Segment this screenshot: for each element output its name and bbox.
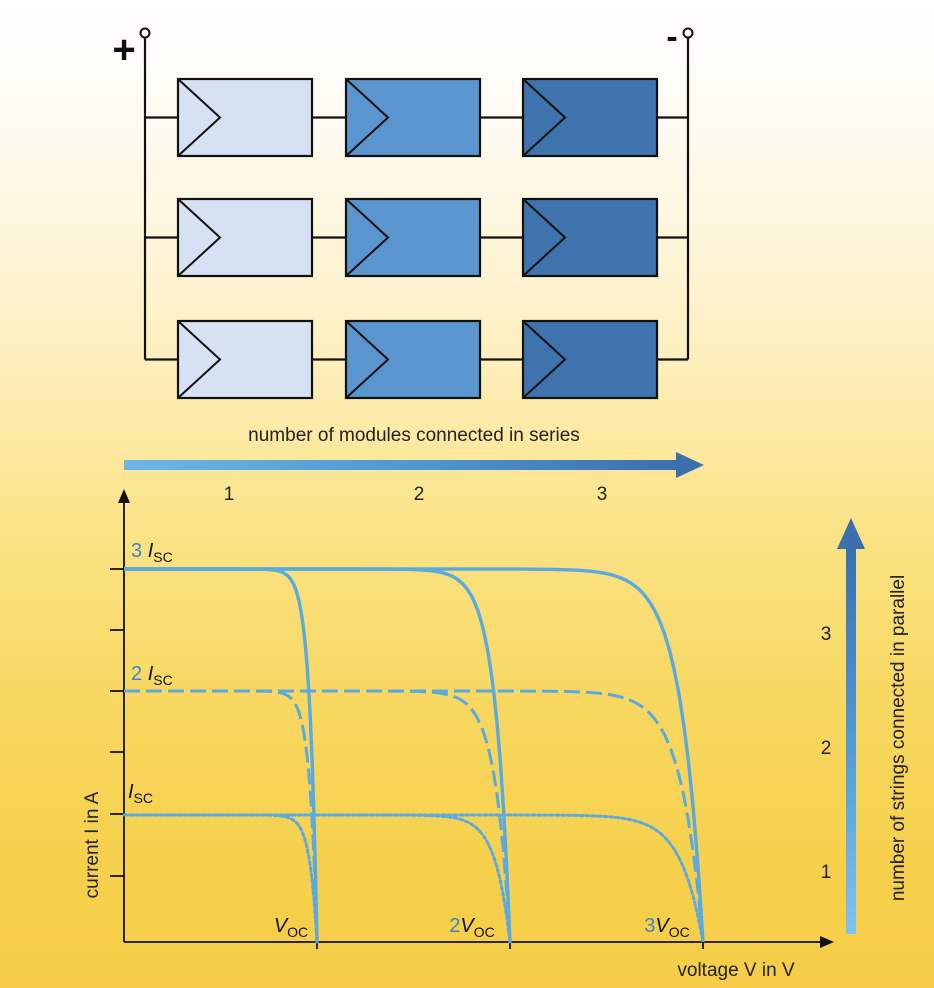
pv-module: [176, 77, 314, 158]
voltage-label-voc: VOC: [274, 915, 308, 940]
plus-terminal-label: +: [112, 28, 135, 72]
plot-labels: 3 ISC 2 ISC ISC VOC 2VOC 3VOC: [128, 540, 690, 940]
pv-module: [176, 319, 314, 400]
iv-curve-three-strings-voc-3: [124, 567, 705, 943]
current-label-2isc: 2 ISC: [131, 663, 173, 688]
series-axis: number of modules connected in series 1 …: [124, 425, 704, 505]
pv-module: [344, 319, 482, 400]
current-label-3isc: 3 ISC: [131, 540, 173, 565]
pv-module-symbol: [522, 198, 567, 277]
iv-curve-three-strings-voc-1: [124, 567, 319, 943]
parallel-arrow-shaft: [846, 548, 856, 934]
series-tick-3: 3: [597, 484, 608, 505]
pv-module-symbol: [177, 78, 222, 157]
pv-module: [344, 197, 482, 278]
parallel-tick-1: 1: [821, 862, 832, 883]
series-tick-2: 2: [414, 484, 425, 505]
iv-curve-one-string-voc-1: [122, 813, 319, 944]
iv-curves: [122, 567, 705, 944]
y-axis-arrow: [118, 489, 130, 503]
iv-curve-two-strings-voc-3: [124, 689, 705, 943]
pv-module-body: [176, 319, 314, 400]
pv-module: [521, 197, 659, 278]
pv-module: [176, 197, 314, 278]
pv-module-symbol: [345, 198, 390, 277]
pv-module: [521, 77, 659, 158]
pv-module-symbol: [522, 320, 567, 399]
parallel-arrow-head: [837, 518, 865, 549]
module-grid: [176, 77, 659, 400]
series-axis-label: number of modules connected in series: [248, 425, 580, 446]
parallel-tick-3: 3: [821, 624, 832, 645]
series-arrow-head: [676, 452, 704, 478]
current-label-isc: ISC: [128, 781, 153, 806]
positive-terminal: [139, 27, 151, 39]
parallel-tick-2: 2: [821, 738, 832, 759]
x-axis-label: voltage V in V: [677, 960, 795, 981]
pv-module-symbol: [522, 78, 567, 157]
pv-module-body: [344, 77, 482, 158]
parallel-axis: 1 2 3 number of strings connected in par…: [821, 518, 909, 934]
pv-module-body: [521, 77, 659, 158]
negative-terminal: [682, 27, 694, 39]
pv-module-body: [521, 197, 659, 278]
circuit-schematic: + -: [112, 18, 694, 400]
pv-module-body: [344, 319, 482, 400]
pv-module: [521, 319, 659, 400]
series-arrow-shaft: [124, 460, 676, 470]
series-tick-1: 1: [224, 484, 235, 505]
pv-module-body: [521, 319, 659, 400]
voltage-label-2voc: 2VOC: [449, 915, 494, 940]
x-axis-arrow: [820, 936, 834, 948]
pv-module-body: [344, 197, 482, 278]
pv-module-symbol: [345, 78, 390, 157]
iv-curve-one-string-voc-3: [122, 813, 705, 944]
pv-module-symbol: [177, 320, 222, 399]
parallel-axis-label: number of strings connected in parallel: [888, 575, 909, 901]
iv-curve-two-strings-voc-2: [124, 689, 512, 943]
pv-module: [344, 77, 482, 158]
circuit-wires: [139, 27, 694, 361]
minus-terminal-label: -: [666, 18, 677, 56]
pv-module-body: [176, 197, 314, 278]
voltage-label-3voc: 3VOC: [644, 915, 689, 940]
y-axis-label: current I in A: [82, 791, 103, 898]
pv-module-body: [176, 77, 314, 158]
plot-axes: [110, 489, 834, 949]
pv-module-symbol: [177, 198, 222, 277]
pv-module-symbol: [345, 320, 390, 399]
